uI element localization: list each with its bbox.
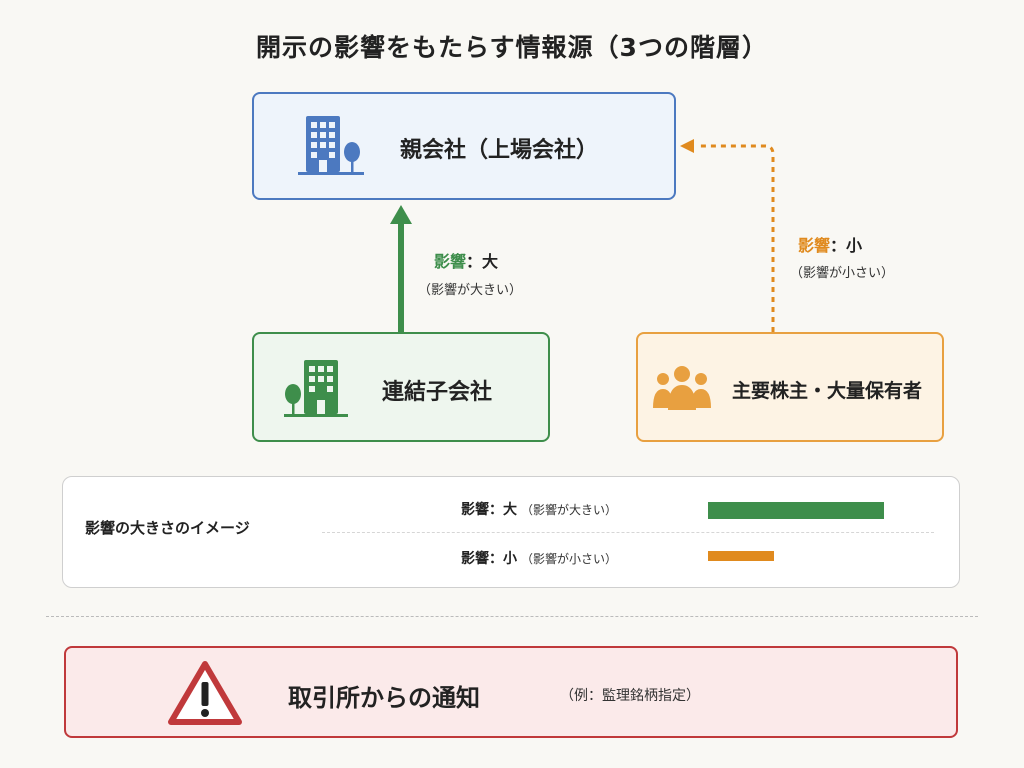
subsidiary-influence-value: 大 xyxy=(482,252,499,271)
parent-company-label: 親会社（上場会社） xyxy=(400,138,599,163)
subsidiary-influence-label: 影響：大 xyxy=(434,248,498,272)
shareholders-to-parent-arrowhead xyxy=(680,139,694,153)
subsidiary-to-parent-arrowhead xyxy=(390,205,412,224)
shareholders-label: 主要株主・大量保有者 xyxy=(732,380,923,402)
exchange-notice-label: 取引所からの通知 xyxy=(288,684,480,712)
shareholders-to-parent-arrow-line xyxy=(696,144,775,332)
legend-small-bar xyxy=(708,551,774,561)
legend-divider xyxy=(322,532,934,533)
shareholders-box: 主要株主・大量保有者 xyxy=(636,332,944,442)
legend-title: 影響の大きさのイメージ xyxy=(85,519,250,537)
subsidiary-influence-prefix: 影響 xyxy=(434,252,467,271)
subsidiary-box: 連結子会社 xyxy=(252,332,550,442)
shareholders-influence-value: 小 xyxy=(846,236,863,255)
office-building-icon xyxy=(298,116,364,175)
office-building-icon xyxy=(284,360,348,417)
shareholders-influence-prefix: 影響 xyxy=(798,236,831,255)
shareholders-influence-label: 影響：小 xyxy=(798,232,862,256)
shareholders-influence-sep: ： xyxy=(830,236,847,255)
legend-small-row: 影響：小 （影響が小さい） xyxy=(461,548,617,568)
legend-large-bar xyxy=(708,502,884,519)
warning-triangle-icon xyxy=(168,661,242,725)
legend-small-label: 影響：小 xyxy=(461,551,517,567)
legend-large-row: 影響：大 （影響が大きい） xyxy=(461,499,617,519)
section-separator xyxy=(46,616,978,617)
parent-company-box: 親会社（上場会社） xyxy=(252,92,676,200)
people-group-icon xyxy=(653,366,711,410)
subsidiary-influence-note: （影響が大きい） xyxy=(418,283,523,298)
shareholders-influence-note: （影響が小さい） xyxy=(790,266,895,281)
page-title: 開示の影響をもたらす情報源（3つの階層） xyxy=(256,33,768,62)
exchange-notice-box: 取引所からの通知 （例：監理銘柄指定） xyxy=(64,646,958,738)
subsidiary-label: 連結子会社 xyxy=(382,380,493,405)
subsidiary-influence-sep: ： xyxy=(466,252,483,271)
legend-large-label: 影響：大 xyxy=(461,502,517,518)
legend-small-note: （影響が小さい） xyxy=(521,552,618,566)
legend-large-note: （影響が大きい） xyxy=(521,503,618,517)
exchange-notice-note: （例：監理銘柄指定） xyxy=(560,688,700,704)
